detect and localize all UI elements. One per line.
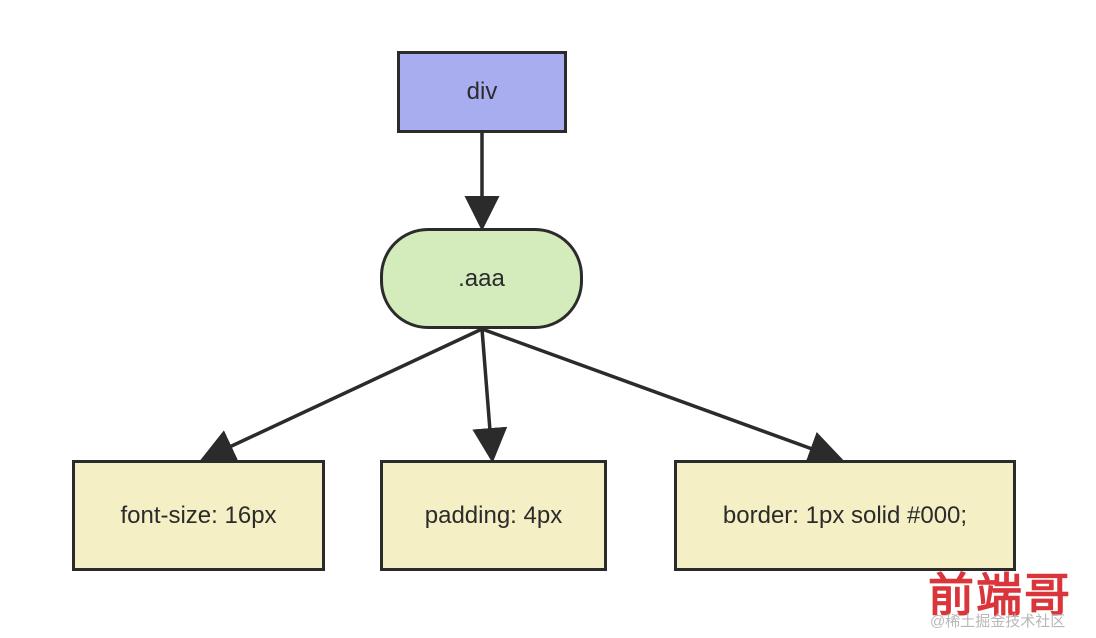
edge-aaa-to-font-size [199, 327, 483, 462]
node-selector-label: .aaa [458, 264, 505, 292]
node-div-label: div [466, 78, 498, 105]
node-padding-label: padding: 4px [424, 501, 563, 529]
edge-aaa-to-border [481, 327, 844, 465]
node-font-size-label: font-size: 16px [120, 501, 277, 529]
node-border-label: border: 1px solid #000; [722, 501, 968, 529]
node-padding: padding: 4px [380, 460, 607, 571]
watermark-caption: @稀土掘金技术社区 [930, 613, 1066, 630]
watermark-logo: 前端哥 [928, 568, 1072, 622]
edge-aaa-to-padding [472, 328, 508, 463]
node-font-size: font-size: 16px [72, 460, 325, 571]
node-selector-aaa: .aaa [380, 228, 583, 329]
node-border: border: 1px solid #000; [674, 460, 1016, 571]
node-div: div [397, 51, 567, 133]
